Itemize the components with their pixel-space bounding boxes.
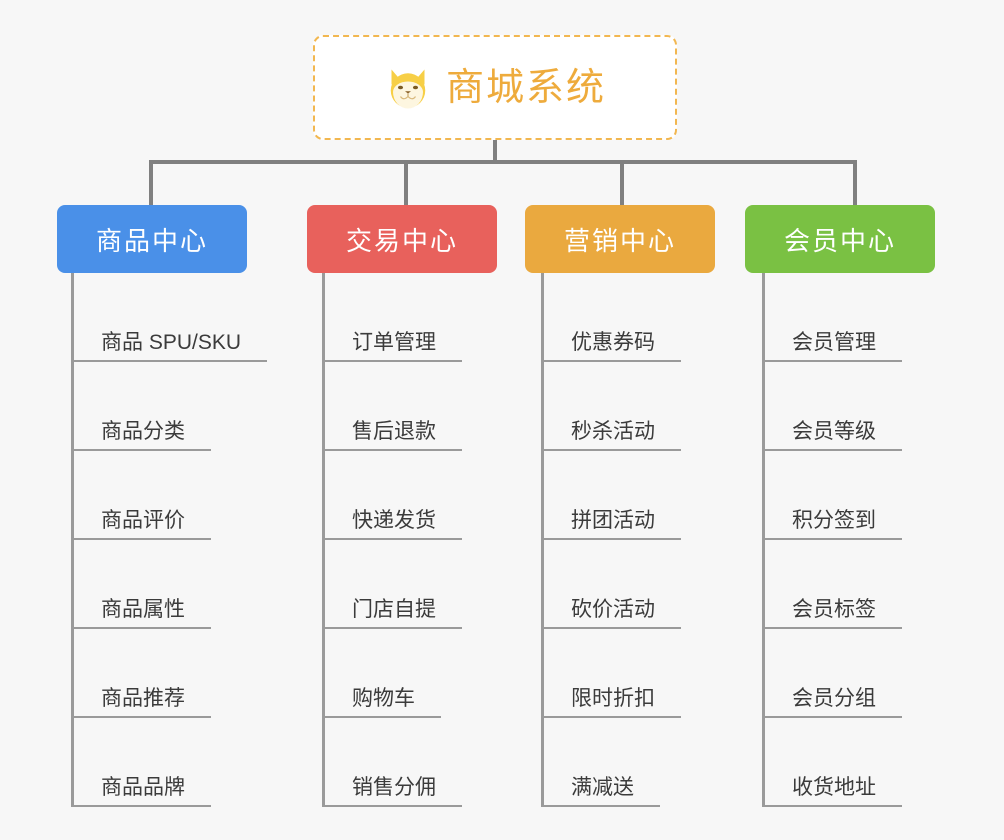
- leaf-item[interactable]: 商品品牌: [71, 718, 301, 807]
- connector-drop-1: [149, 160, 153, 205]
- leaf-item[interactable]: 优惠券码: [541, 273, 771, 362]
- leaf-label: 限时折扣: [541, 687, 681, 718]
- leaf-label: 砍价活动: [541, 598, 681, 629]
- leaf-label: 商品推荐: [71, 687, 211, 718]
- connector-root-stem: [493, 140, 497, 164]
- leaf-item[interactable]: 商品 SPU/SKU: [71, 273, 301, 362]
- root-node-card[interactable]: 商城系统: [313, 35, 677, 140]
- category-label: 会员中心: [783, 225, 896, 256]
- category-label: 商品中心: [95, 225, 208, 256]
- leaf-item[interactable]: 商品分类: [71, 362, 301, 451]
- category-label: 营销中心: [563, 225, 676, 256]
- leaf-label: 秒杀活动: [541, 420, 681, 451]
- leaf-item[interactable]: 订单管理: [322, 273, 552, 362]
- leaf-label: 会员等级: [762, 420, 902, 451]
- shiba-dog-face-icon: [390, 69, 426, 108]
- leaf-item[interactable]: 拼团活动: [541, 451, 771, 540]
- leaf-item[interactable]: 销售分佣: [322, 718, 552, 807]
- category-card-marketing-center[interactable]: 营销中心: [525, 205, 715, 273]
- leaf-label: 会员标签: [762, 598, 902, 629]
- leaf-item[interactable]: 秒杀活动: [541, 362, 771, 451]
- leaf-item[interactable]: 商品推荐: [71, 629, 301, 718]
- leaf-label: 商品分类: [71, 420, 211, 451]
- category-card-product-center[interactable]: 商品中心: [57, 205, 247, 273]
- leaf-label: 拼团活动: [541, 509, 681, 540]
- root-node-title: 商城系统: [445, 66, 606, 109]
- leaf-label: 销售分佣: [322, 776, 462, 807]
- leaf-item[interactable]: 限时折扣: [541, 629, 771, 718]
- leaf-item[interactable]: 购物车: [322, 629, 552, 718]
- column-spine: [71, 273, 74, 807]
- leaf-label: 售后退款: [322, 420, 462, 451]
- leaf-item[interactable]: 快递发货: [322, 451, 552, 540]
- leaf-item[interactable]: 会员管理: [762, 273, 992, 362]
- leaf-label: 订单管理: [322, 331, 462, 362]
- leaf-item[interactable]: 门店自提: [322, 540, 552, 629]
- column-spine: [762, 273, 765, 807]
- category-card-member-center[interactable]: 会员中心: [745, 205, 935, 273]
- leaf-item[interactable]: 会员标签: [762, 540, 992, 629]
- leaf-label: 快递发货: [322, 509, 462, 540]
- leaf-item[interactable]: 商品属性: [71, 540, 301, 629]
- leaf-label: 积分签到: [762, 509, 902, 540]
- leaf-label: 满减送: [541, 776, 660, 807]
- leaf-label: 购物车: [322, 687, 441, 718]
- leaf-column-marketing-center: 优惠券码 秒杀活动 拼团活动 砍价活动 限时折扣 满减送: [541, 273, 771, 807]
- category-label: 交易中心: [345, 225, 458, 256]
- category-card-trade-center[interactable]: 交易中心: [307, 205, 497, 273]
- leaf-item[interactable]: 会员分组: [762, 629, 992, 718]
- leaf-label: 会员分组: [762, 687, 902, 718]
- leaf-label: 商品属性: [71, 598, 211, 629]
- connector-drop-3: [620, 160, 624, 205]
- leaf-item[interactable]: 商品评价: [71, 451, 301, 540]
- leaf-column-member-center: 会员管理 会员等级 积分签到 会员标签 会员分组 收货地址: [762, 273, 992, 807]
- connector-drop-2: [404, 160, 408, 205]
- leaf-item[interactable]: 收货地址: [762, 718, 992, 807]
- leaf-column-product-center: 商品 SPU/SKU 商品分类 商品评价 商品属性 商品推荐 商品品牌: [71, 273, 301, 807]
- leaf-column-trade-center: 订单管理 售后退款 快递发货 门店自提 购物车 销售分佣: [322, 273, 552, 807]
- leaf-item[interactable]: 砍价活动: [541, 540, 771, 629]
- column-spine: [541, 273, 544, 807]
- connector-horizontal-bus: [149, 160, 857, 164]
- leaf-item[interactable]: 积分签到: [762, 451, 992, 540]
- leaf-label: 优惠券码: [541, 331, 681, 362]
- leaf-label: 收货地址: [762, 776, 902, 807]
- leaf-label: 商品评价: [71, 509, 211, 540]
- connector-drop-4: [853, 160, 857, 205]
- column-spine: [322, 273, 325, 807]
- leaf-item[interactable]: 会员等级: [762, 362, 992, 451]
- leaf-label: 商品品牌: [71, 776, 211, 807]
- leaf-item[interactable]: 售后退款: [322, 362, 552, 451]
- leaf-label: 商品 SPU/SKU: [71, 331, 268, 362]
- leaf-label: 会员管理: [762, 331, 902, 362]
- leaf-label: 门店自提: [322, 598, 462, 629]
- leaf-item[interactable]: 满减送: [541, 718, 771, 807]
